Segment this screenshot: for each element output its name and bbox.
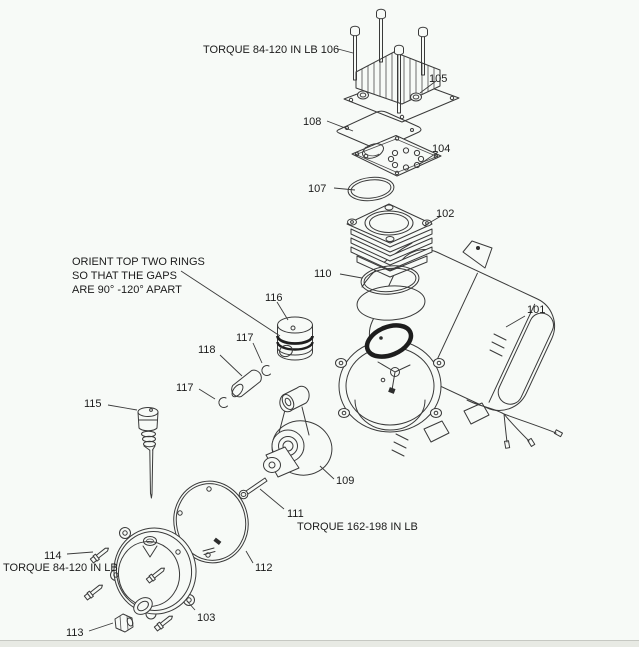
o-ring-110 <box>360 265 420 295</box>
bore-opening <box>364 323 414 359</box>
filler-port <box>143 536 157 546</box>
note-head-torque: TORQUE 84-120 IN LB 106 <box>203 44 339 56</box>
label-110: 110 <box>314 268 332 280</box>
oil-plug <box>114 613 134 633</box>
head-bolts <box>350 8 428 114</box>
cover-bolt <box>145 567 165 584</box>
head-bolt <box>350 25 360 81</box>
note-orient-line3: ARE 90° -120° APART <box>72 284 182 296</box>
note-cover-torque: TORQUE 84-120 IN LB <box>3 562 118 574</box>
pump-motor-assembly <box>335 240 563 457</box>
label-103: 103 <box>197 612 215 624</box>
head-bolt <box>394 44 404 114</box>
retaining-clip-upper <box>261 365 271 377</box>
motor-foot <box>423 420 450 443</box>
label-111: 111 <box>287 508 304 520</box>
cover-mount-bosses <box>335 358 445 418</box>
shaft-boss <box>133 597 153 615</box>
note-orient-line1: ORIENT TOP TWO RINGS <box>72 256 205 268</box>
label-118: 118 <box>198 344 216 356</box>
wrist-pin <box>231 369 262 398</box>
label-101: 101 <box>527 304 545 316</box>
crankshaft-assembly <box>263 385 333 478</box>
cylinder <box>346 203 433 278</box>
label-102: 102 <box>436 208 454 220</box>
cylinder-top-face <box>346 203 433 244</box>
crankcase-cover <box>110 527 197 620</box>
motor-foot <box>463 402 490 425</box>
valve-plate <box>351 135 442 177</box>
note-rod-torque: TORQUE 162-198 IN LB <box>297 521 418 533</box>
cylinder-mount-neck <box>356 285 426 321</box>
rod-small-end <box>279 385 310 413</box>
cover-bolt <box>153 615 173 632</box>
label-112: 112 <box>255 562 273 574</box>
motor-top-bracket <box>462 240 493 269</box>
note-orient-line2: SO THAT THE GAPS <box>72 270 177 282</box>
wire-harness <box>466 399 563 449</box>
label-109: 109 <box>336 475 354 487</box>
cover-bolt <box>83 584 103 601</box>
label-115: 115 <box>84 398 102 410</box>
leader-lines <box>66 48 526 632</box>
dipstick <box>137 407 159 499</box>
retaining-clip-lower <box>218 397 228 409</box>
label-117-lower: 117 <box>176 382 194 394</box>
cover-bolts <box>83 547 173 632</box>
crankcase-gasket <box>173 480 249 564</box>
valve-holes <box>387 147 425 171</box>
o-ring-107 <box>347 176 395 202</box>
head-bolt <box>418 26 428 76</box>
label-117-upper: 117 <box>236 332 254 344</box>
rod-bolt <box>238 477 268 500</box>
cylinder-bore <box>364 210 414 236</box>
vent-slots <box>391 333 507 457</box>
head-gasket <box>336 110 422 150</box>
connecting-rod <box>278 406 310 436</box>
wrist-pin-hole <box>279 344 293 358</box>
piston <box>276 316 314 361</box>
label-105: 105 <box>429 73 447 85</box>
scrollbar-track[interactable] <box>0 640 639 647</box>
label-108: 108 <box>303 116 321 128</box>
piston-ring <box>276 341 314 351</box>
piston-ring <box>276 335 314 345</box>
label-116: 116 <box>265 292 283 304</box>
callout-labels: TORQUE 84-120 IN LB 106 105 108 104 107 … <box>3 44 545 639</box>
cover-bolt <box>89 547 109 564</box>
label-113: 113 <box>66 627 84 639</box>
piston-crown <box>277 316 313 334</box>
label-114: 114 <box>44 550 62 562</box>
label-104: 104 <box>432 143 450 155</box>
head-bolt <box>376 8 386 63</box>
reed-boss <box>362 143 384 159</box>
cylinder-head <box>343 51 460 123</box>
label-107: 107 <box>308 183 326 195</box>
crank-inside-case <box>377 361 411 394</box>
